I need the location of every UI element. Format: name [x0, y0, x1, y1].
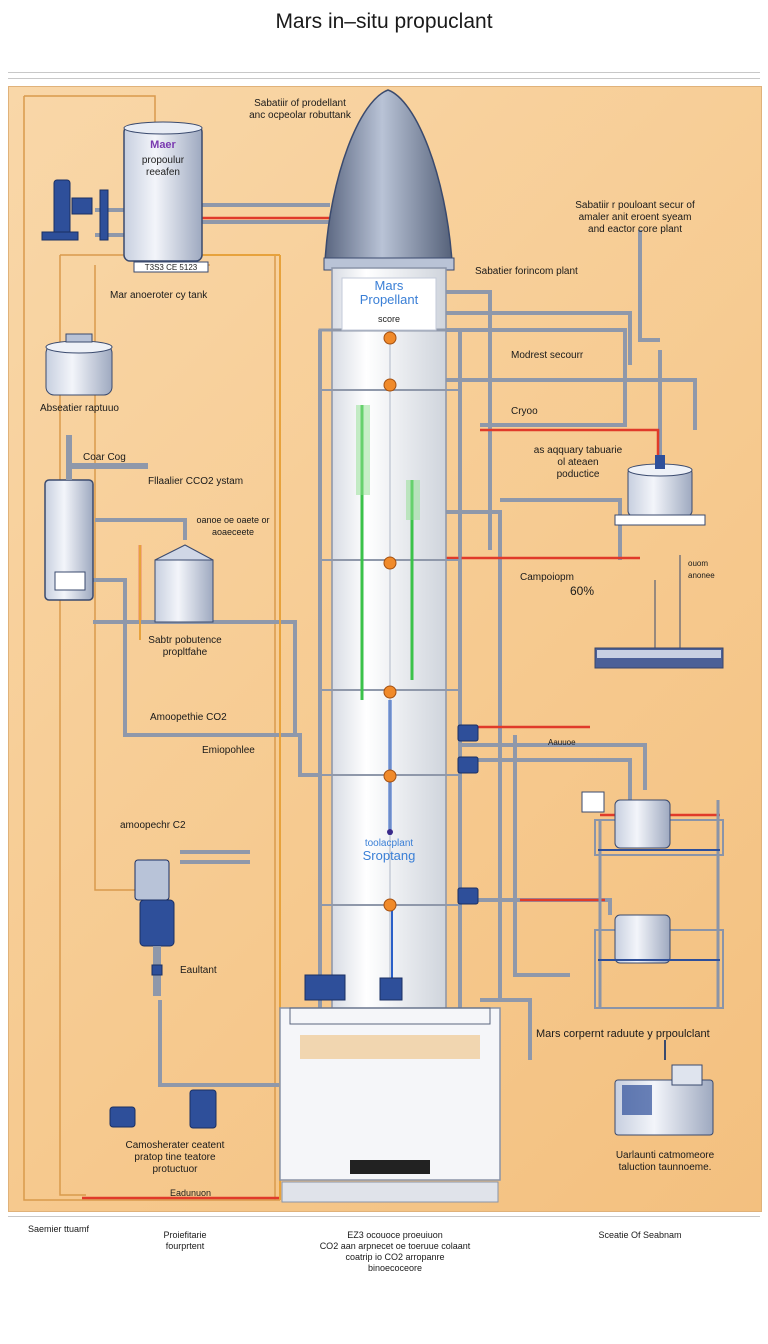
left-tank-line2: propoulur	[141, 155, 185, 166]
footer-left: Saemier ttuamf	[28, 1224, 90, 1234]
label-sabtr: Sabtr pobutence propltfahe	[148, 635, 222, 658]
label-storage: as aqquary tabuarie ol ateaen poductice	[533, 445, 623, 480]
tower-label-line1: Mars	[374, 278, 404, 293]
label-filter-co2: Fllaalier CCO2 ystam	[148, 476, 244, 487]
left-tank-line3: reeafen	[146, 167, 180, 178]
label-camos: Camosherater ceatent pratop tine teatore…	[125, 1140, 225, 1175]
left-tank-title: Maer	[150, 139, 176, 151]
label-emop: Emiopohlee	[202, 745, 255, 756]
label-small-right: ouom anonee	[688, 559, 715, 580]
absorber-tank	[45, 333, 113, 396]
tower-label-line3: score	[377, 314, 400, 324]
left-tank-plate: T3S3 CE 5123	[144, 263, 198, 272]
page-title: Mars in–situ propuclant	[275, 10, 493, 33]
right-processing-rig	[581, 791, 724, 1009]
title-divider-2	[8, 78, 760, 79]
label-coar: Coar Cog	[83, 452, 126, 463]
label-atm-c2: amoopechr C2	[120, 820, 186, 831]
label-mixer: oanoe oe oaete or aoaeceete	[196, 515, 270, 537]
cryo-storage-tank	[614, 455, 706, 526]
label-modrest: Modrest secourr	[511, 350, 584, 361]
small-bottom-units	[109, 1089, 217, 1129]
label-percent: 60%	[570, 584, 595, 598]
label-mars-comp: Mars corpernt raduute y prpoulclant	[536, 1028, 710, 1040]
footer-col-2: EZ3 ocouoce proeuiuon CO2 aan arpnecet o…	[319, 1230, 471, 1273]
distribution-bar	[594, 555, 724, 669]
label-absorber: Abseatier raptuuo	[40, 403, 119, 414]
footer-col-1: Proiefitarie fourprtent	[163, 1230, 207, 1251]
central-tower	[279, 89, 501, 1203]
left-pump	[41, 179, 109, 241]
label-tank-caption: Mar anoeroter cy tank	[110, 290, 208, 301]
mixing-tank	[154, 544, 214, 623]
label-eadu: Eadunuon	[170, 1188, 212, 1198]
label-unl: Uarlaunti catmomeore taluction taunnoeme…	[615, 1150, 715, 1173]
label-atm-co2: Amoopethie CO2	[150, 712, 227, 723]
label-sabatier-plant: Sabatier forincom plant	[475, 266, 578, 277]
co2-filter-cabinet	[44, 435, 148, 601]
footer-divider	[8, 1216, 760, 1217]
label-top-center: Sabatiir of prodellant anc ocpeolar robu…	[249, 98, 351, 121]
label-cryoo: Cryoo	[511, 406, 538, 417]
propulsion-unit	[614, 1040, 714, 1136]
footer-right: Sceatie Of Seabnam	[598, 1230, 682, 1240]
title-divider	[8, 72, 760, 73]
label-equip: Eaultant	[180, 965, 217, 976]
left-storage-tank	[123, 121, 209, 273]
lower-left-valve-assembly	[134, 859, 175, 996]
label-camp: Campoiopm	[520, 572, 574, 583]
tower-bottom-line1: toolacplant	[364, 838, 414, 849]
right-valves	[457, 724, 479, 905]
label-valve: Aauuoe	[548, 738, 576, 747]
tower-bottom-line2: Sroptang	[362, 848, 416, 863]
label-top-right: Sabatiir r pouloant secur of amaler anit…	[575, 200, 695, 235]
tower-label-line2: Propellant	[359, 292, 419, 307]
